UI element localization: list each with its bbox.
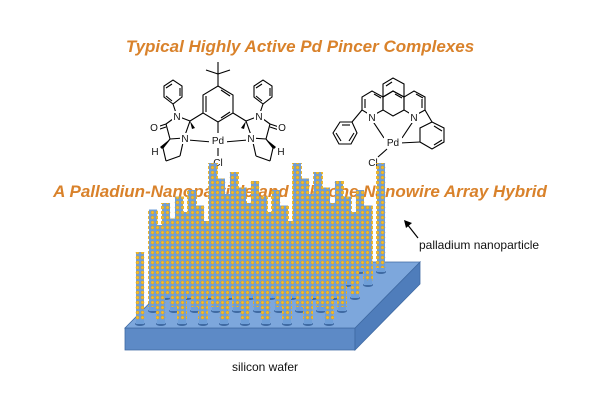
nanoparticle-coating bbox=[208, 163, 218, 268]
nanoparticle-coating bbox=[376, 163, 386, 268]
wedge-bond bbox=[241, 121, 246, 129]
nanoparticle-coating bbox=[303, 252, 313, 320]
atom-N: N bbox=[173, 112, 180, 123]
nanoparticle-label: palladium nanoparticle bbox=[419, 238, 539, 252]
nanoparticle-coating bbox=[216, 178, 226, 281]
nanoparticle-coating bbox=[282, 243, 292, 320]
nanoparticle-coating bbox=[177, 234, 187, 320]
nanoparticle-coating bbox=[198, 243, 208, 320]
nanoparticle-coating bbox=[219, 252, 229, 320]
nanoparticle-coating bbox=[274, 227, 284, 307]
nanoparticle-coating bbox=[190, 227, 200, 307]
atom-H: H bbox=[151, 147, 158, 158]
nanoparticle-coating bbox=[148, 209, 158, 307]
pincer-complex-1 bbox=[156, 62, 280, 162]
nanoparticle-coating bbox=[292, 163, 302, 268]
atom-N: N bbox=[368, 113, 375, 124]
wafer-label: silicon wafer bbox=[232, 360, 298, 374]
nanoparticle-coating bbox=[337, 218, 347, 307]
atom-Cl: Cl bbox=[368, 158, 377, 169]
nanoparticle-coating bbox=[300, 178, 310, 281]
nanoparticle-coating bbox=[211, 236, 221, 307]
pincer-complexes-title: Typical Highly Active Pd Pincer Complexe… bbox=[125, 37, 475, 56]
nanoparticle-coating bbox=[363, 205, 373, 281]
nanoparticle-arrow bbox=[404, 220, 419, 239]
nanoparticle-coating bbox=[240, 225, 250, 320]
wafer-front-face bbox=[124, 327, 356, 351]
nanoparticle-coating bbox=[324, 225, 334, 320]
complex2-atom-labels: N N Pd Cl bbox=[367, 112, 419, 169]
nanoparticle-coating bbox=[224, 194, 234, 294]
wedge-bond bbox=[266, 139, 276, 149]
atom-N: N bbox=[255, 112, 262, 123]
nanowire-array bbox=[135, 163, 386, 326]
nanoparticle-coating bbox=[308, 194, 318, 294]
nanoparticle-coating bbox=[350, 212, 360, 294]
atom-Pd: Pd bbox=[387, 138, 399, 149]
atom-N: N bbox=[410, 113, 417, 124]
wedge-bond bbox=[190, 121, 195, 129]
nanoparticle-coating bbox=[169, 218, 179, 307]
nanoparticle-coating bbox=[232, 209, 242, 307]
nanoparticle-coating bbox=[156, 225, 166, 320]
atom-H: H bbox=[277, 147, 284, 158]
atom-O: O bbox=[278, 123, 286, 134]
atom-O: O bbox=[150, 123, 158, 134]
nanoparticle-coating bbox=[295, 236, 305, 307]
atom-N: N bbox=[181, 134, 188, 145]
nanoparticle-coating bbox=[135, 252, 145, 320]
atom-N: N bbox=[247, 134, 254, 145]
nanoparticle-coating bbox=[316, 209, 326, 307]
nanoparticle-coating bbox=[253, 218, 263, 307]
atom-Pd: Pd bbox=[212, 136, 224, 147]
wedge-bond bbox=[160, 139, 170, 149]
nanoparticle-coating bbox=[261, 234, 271, 320]
